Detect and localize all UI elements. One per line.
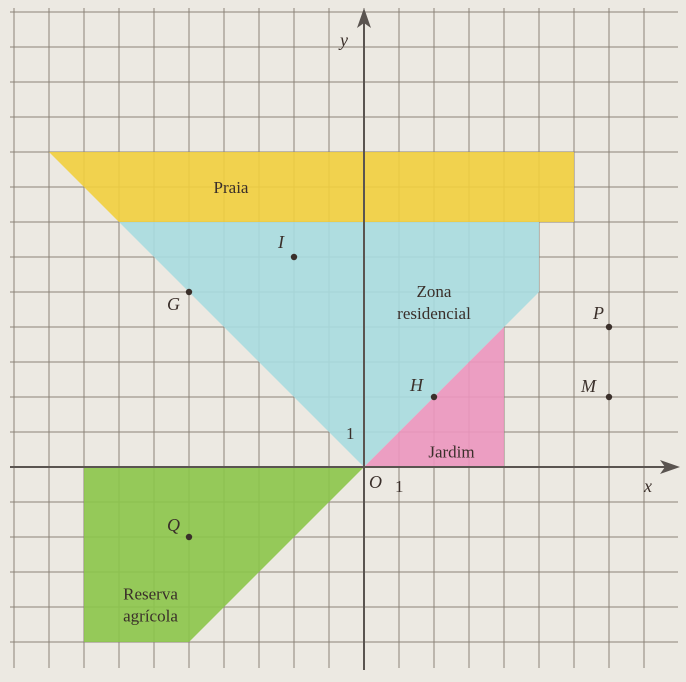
region-label-jardim: Jardim	[428, 442, 474, 461]
region-zona-residencial	[119, 222, 539, 467]
points: I G P H M Q	[167, 232, 613, 541]
point-q	[185, 533, 193, 541]
point-g	[185, 288, 193, 296]
region-labels: Praia Zona residencial Jardim Reserva ag…	[123, 178, 475, 626]
point-label-m: M	[580, 376, 597, 396]
x-unit-label: 1	[395, 477, 404, 496]
x-axis-label: x	[643, 476, 652, 496]
y-axis-arrowhead	[357, 8, 371, 28]
y-axis-label: y	[338, 30, 348, 50]
point-label-g: G	[167, 294, 180, 314]
region-label-reserva-line2: agrícola	[123, 607, 178, 626]
region-label-zona-line2: residencial	[397, 304, 471, 323]
point-label-h: H	[409, 375, 424, 395]
region-praia	[49, 152, 574, 222]
axes: x y O 1 1	[10, 8, 680, 670]
point-label-i: I	[277, 232, 285, 252]
region-label-zona-line1: Zona	[417, 282, 452, 301]
y-unit-label: 1	[346, 424, 355, 443]
point-p	[605, 323, 613, 331]
regions	[49, 152, 574, 642]
point-label-p: P	[592, 303, 604, 323]
point-m	[605, 393, 613, 401]
region-label-praia: Praia	[214, 178, 249, 197]
point-label-q: Q	[167, 515, 180, 535]
point-h	[430, 393, 438, 401]
region-reserva-agricola	[84, 467, 364, 642]
region-label-reserva-line1: Reserva	[123, 585, 178, 604]
origin-label: O	[369, 472, 382, 492]
point-i	[290, 253, 298, 261]
x-axis-arrowhead	[660, 460, 680, 474]
